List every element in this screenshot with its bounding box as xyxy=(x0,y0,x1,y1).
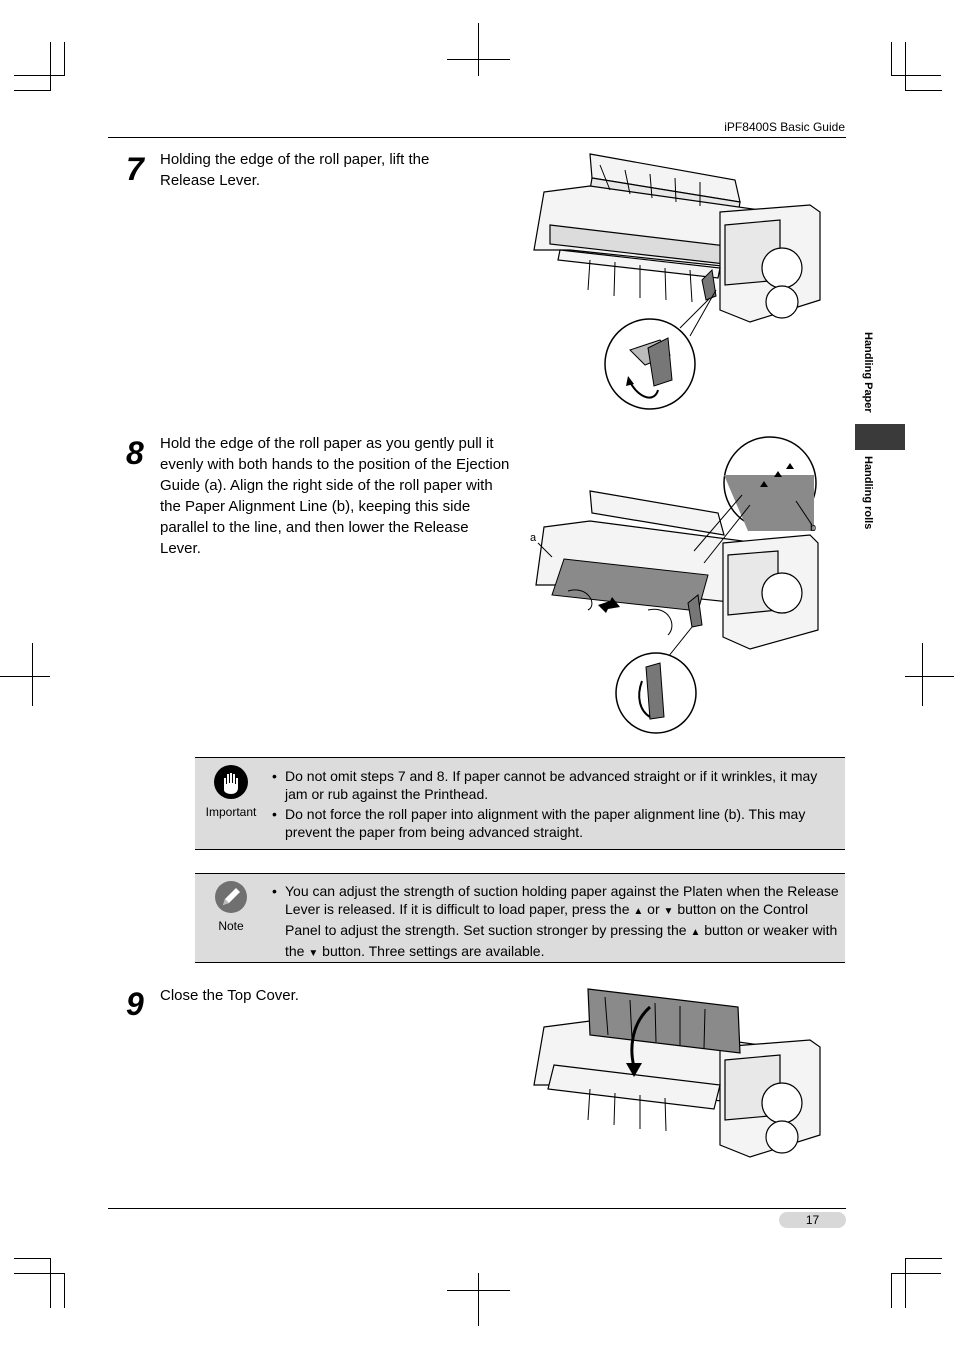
pencil-note-icon xyxy=(215,881,247,913)
side-tab-subsection: Handling rolls xyxy=(862,456,874,530)
note-icon-wrap: Note xyxy=(195,874,267,933)
figure-label-b: b xyxy=(810,522,816,534)
note-text-3: button or weaker with the xyxy=(285,922,838,959)
important-icon-wrap: Important xyxy=(195,758,267,819)
side-tab-section: Handling Paper xyxy=(862,332,874,413)
step-8-printer-illustration: b a xyxy=(530,436,819,734)
note-item: You can adjust the strength of suction h… xyxy=(272,882,841,963)
up-triangle-icon: ▲ xyxy=(690,927,701,938)
step-7-printer-illustration xyxy=(533,153,821,410)
note-text-2: button on the Control Panel to adjust th… xyxy=(285,901,809,938)
step-9-printer-illustration xyxy=(533,988,821,1158)
step-9-text: Close the Top Cover. xyxy=(160,987,299,1004)
hand-stop-icon xyxy=(214,765,248,799)
step-9-number: 9 xyxy=(126,986,144,1022)
guide-title: iPF8400S Basic Guide xyxy=(724,120,845,134)
step-7-text: Holding the edge of the roll paper, lift… xyxy=(160,151,430,189)
figure-label-a: a xyxy=(530,532,537,544)
note-text-or: or xyxy=(647,901,660,917)
up-triangle-icon: ▲ xyxy=(633,906,644,917)
header-rule xyxy=(108,137,846,138)
note-box: Note You can adjust the strength of suct… xyxy=(195,873,845,963)
page-number: 17 xyxy=(779,1212,846,1228)
note-text-4: button. Three settings are available. xyxy=(322,943,545,959)
down-triangle-icon: ▼ xyxy=(663,906,674,917)
note-label: Note xyxy=(218,919,244,933)
important-box: Important Do not omit steps 7 and 8. If … xyxy=(195,757,845,850)
note-text-1: You can adjust the strength of suction h… xyxy=(285,883,839,917)
step-8-text: Hold the edge of the roll paper as you g… xyxy=(160,435,510,557)
down-triangle-icon: ▼ xyxy=(308,948,319,959)
important-label: Important xyxy=(205,805,257,819)
step-8-number: 8 xyxy=(126,435,144,471)
important-list: Do not omit steps 7 and 8. If paper cann… xyxy=(272,767,841,843)
note-list: You can adjust the strength of suction h… xyxy=(272,882,841,965)
step-7-number: 7 xyxy=(126,151,144,187)
important-item: Do not omit steps 7 and 8. If paper cann… xyxy=(272,767,841,803)
footer-rule xyxy=(108,1208,846,1209)
important-item: Do not force the roll paper into alignme… xyxy=(272,805,841,841)
side-tab-marker xyxy=(855,424,905,450)
